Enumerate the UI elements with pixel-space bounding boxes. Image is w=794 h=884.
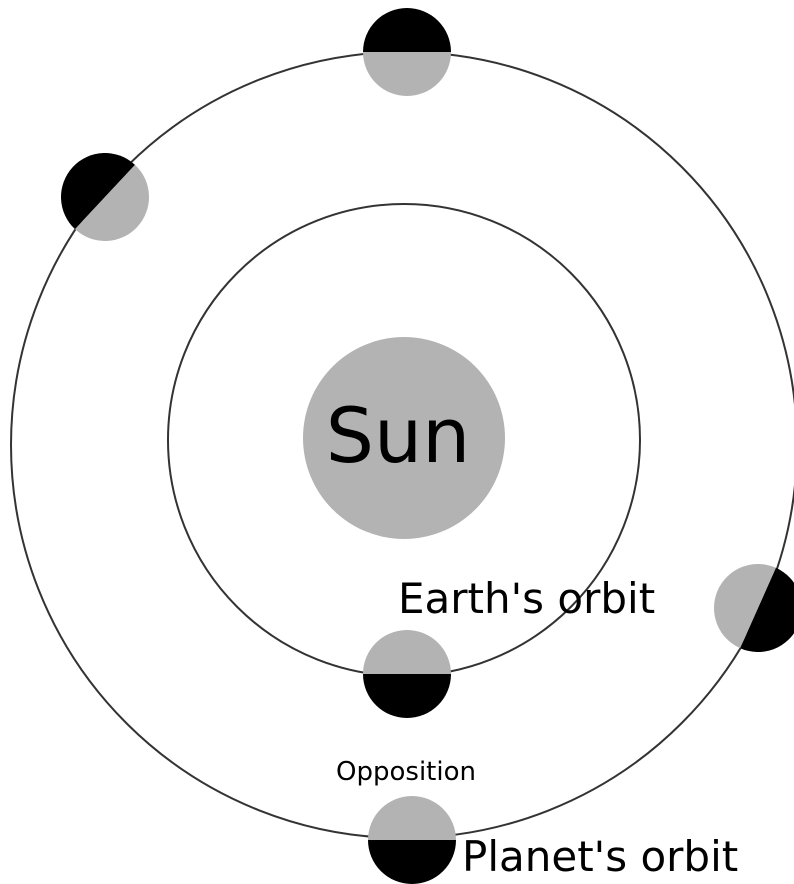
planet-upper-left (43, 135, 167, 259)
opposition-label: Opposition (336, 757, 476, 787)
earth-orbit-label: Earth's orbit (398, 574, 655, 623)
earth-opposition (363, 630, 451, 718)
planet-top (363, 8, 451, 96)
planet-orbit-label: Planet's orbit (462, 832, 738, 881)
sun-label: Sun (326, 391, 471, 480)
planet-right (700, 550, 794, 666)
planet-opposition (368, 796, 456, 884)
